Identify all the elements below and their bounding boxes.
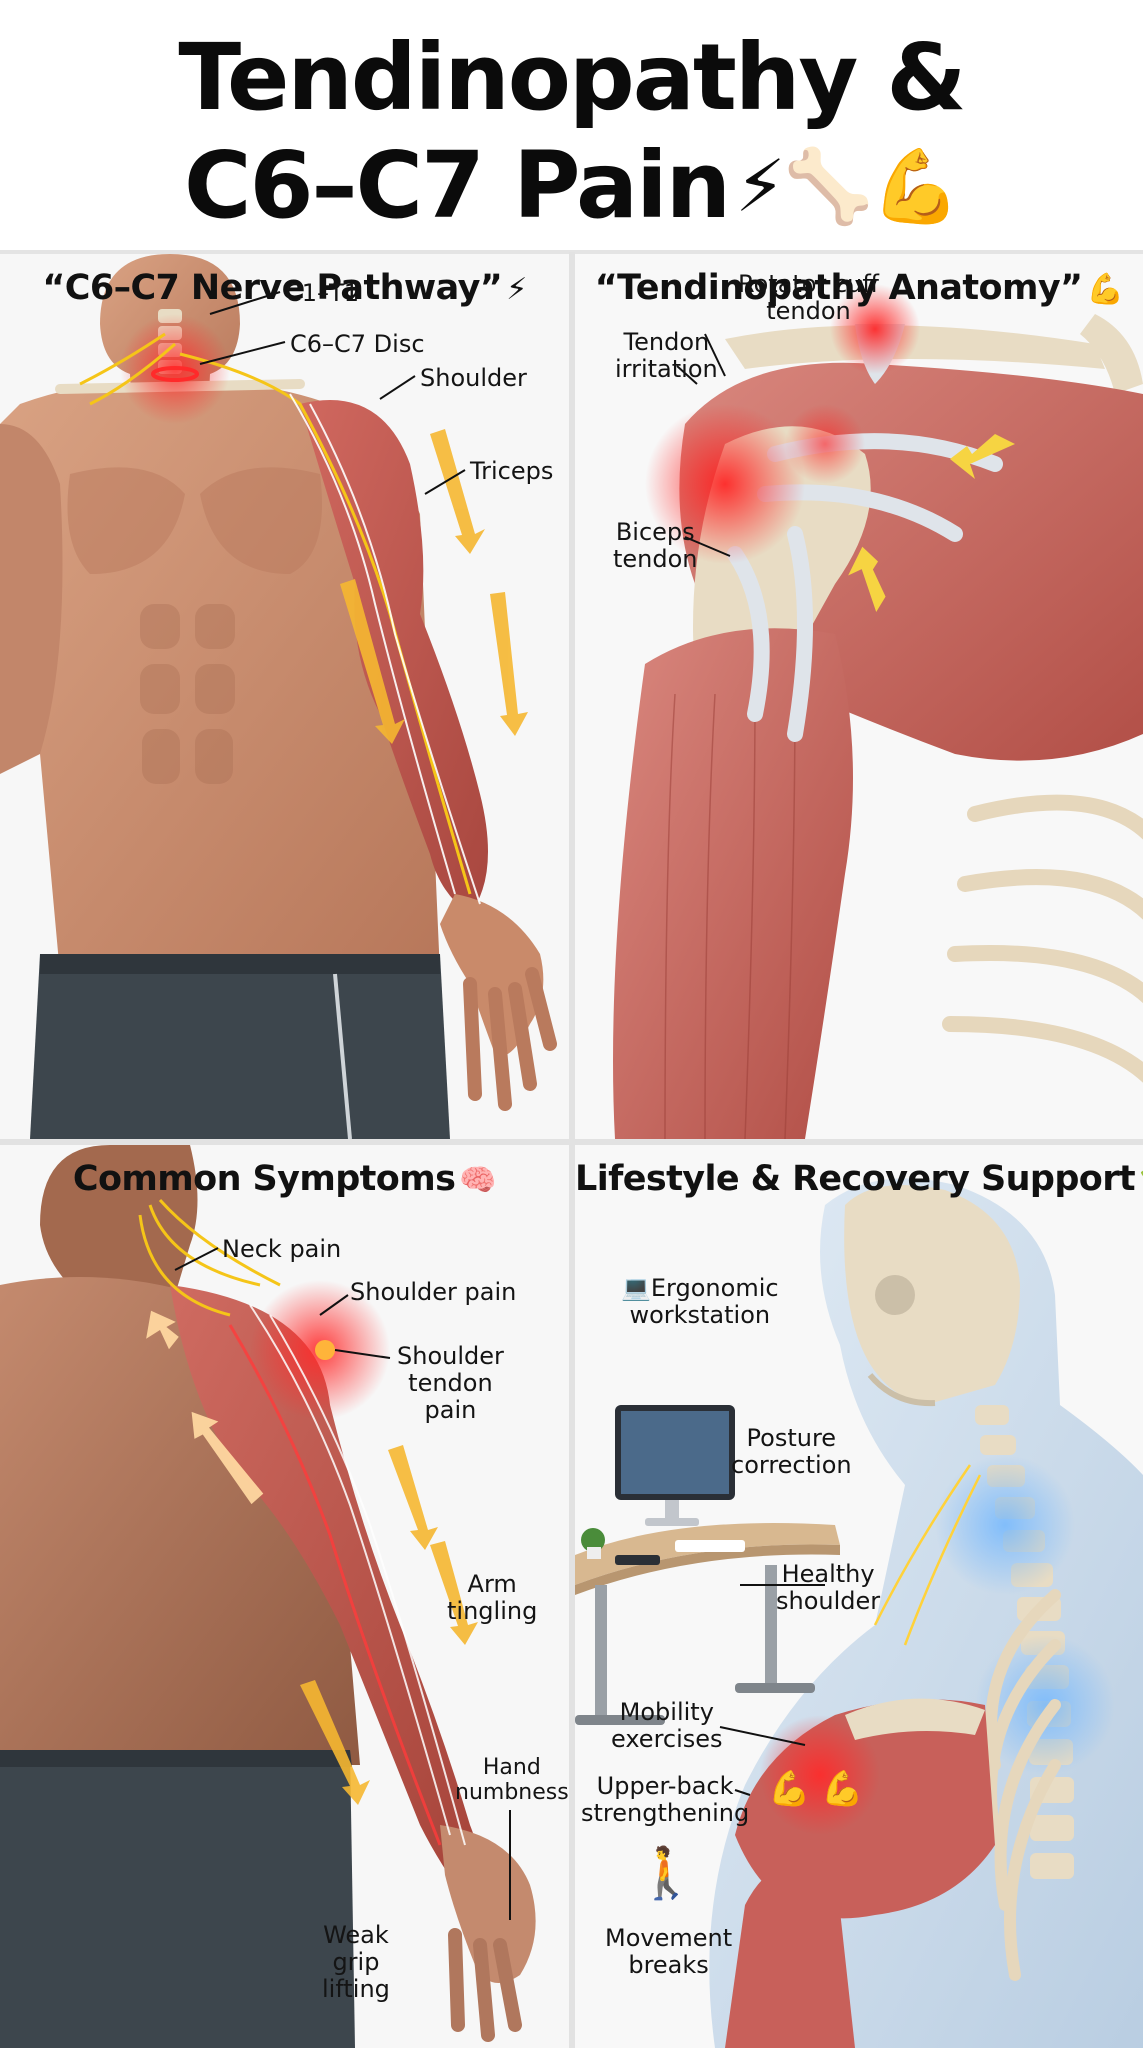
panel-title-lifestyle-text: Lifestyle & Recovery Support xyxy=(575,1159,1136,1199)
panel-title-anatomy: “Tendinopathy Anatomy”💪 xyxy=(575,268,1143,308)
label-shoulder-tendon-pain: Shoulder tendon pain xyxy=(397,1342,504,1424)
label-shoulder-pain: Shoulder pain xyxy=(350,1278,517,1306)
panel-lifestyle-recovery: Lifestyle & Recovery Support🌱 💻Ergonomic… xyxy=(575,1145,1143,2048)
panel-title-symptoms-text: Common Symptoms xyxy=(72,1159,456,1199)
lightning-icon: ⚡ xyxy=(506,272,527,307)
panel-nerve-pathway: “C6–C7 Nerve Pathway”⚡ C1–T1 C6–C7 Disc … xyxy=(0,254,569,1139)
label-weak-grip-lifting: Weak grip lifting xyxy=(322,1921,390,2003)
laptop-icon: 💻 xyxy=(621,1274,651,1302)
lifestyle-leader-lines xyxy=(719,1584,825,1796)
seedling-icon: 🌱 xyxy=(1139,1163,1143,1198)
label-upper-back-strengthening: Upper-back strengthening xyxy=(581,1772,750,1827)
panel-title-nerve: “C6–C7 Nerve Pathway”⚡ xyxy=(0,268,569,308)
label-healthy-shoulder: Healthy shoulder xyxy=(776,1560,881,1615)
label-triceps: Triceps xyxy=(470,457,554,485)
label-ergonomic-workstation: 💻Ergonomic workstation xyxy=(621,1275,779,1329)
label-arm-tingling: Arm tingling xyxy=(447,1570,538,1625)
label-movement-breaks: Movement breaks xyxy=(605,1924,733,1979)
label-c1t1: C1–T1 xyxy=(285,279,359,307)
brain-icon: 🧠 xyxy=(459,1163,497,1198)
label-c6c7-disc: C6–C7 Disc xyxy=(290,330,425,358)
panel-divider-horizontal xyxy=(0,1139,1143,1145)
page-title-line-2: C6–C7 Pain⚡🦴💪 xyxy=(0,140,1143,232)
flexed-biceps-icons: 💪 💪 xyxy=(768,1769,864,1809)
label-shoulder: Shoulder xyxy=(420,364,527,392)
symptoms-leader-lines xyxy=(174,1247,511,1920)
lightning-bone-muscle-icons: ⚡🦴💪 xyxy=(735,144,961,228)
anatomy-leader-lines xyxy=(676,333,731,557)
tendon-anatomy-illustration xyxy=(575,254,1143,1139)
panel-title-lifestyle: Lifestyle & Recovery Support🌱 xyxy=(575,1159,1143,1199)
label-biceps-tendon: Biceps tendon xyxy=(613,518,698,573)
label-hand-numbness: Hand numbness xyxy=(455,1755,569,1805)
symptoms-illustration xyxy=(0,1145,569,2048)
panel-common-symptoms: Common Symptoms🧠 Neck pain Shoulder pain… xyxy=(0,1145,569,2048)
page-title-line-2-text: C6–C7 Pain xyxy=(183,132,731,239)
panel-tendinopathy-anatomy: “Tendinopathy Anatomy”💪 Rotator cuff ten… xyxy=(575,254,1143,1139)
walking-person-icon: 🚶 xyxy=(635,1844,698,1902)
label-mobility-exercises: Mobility exercises xyxy=(611,1698,723,1753)
nerve-leader-lines xyxy=(199,291,466,495)
recovery-illustration xyxy=(575,1145,1143,2048)
label-rotator-cuff-tendon: Rotator cuff tendon xyxy=(738,270,879,325)
flexed-arm-icon: 💪 xyxy=(1086,272,1124,307)
title-block: Tendinopathy & C6–C7 Pain⚡🦴💪 xyxy=(0,0,1143,252)
page-title-line-1: Tendinopathy & xyxy=(178,24,966,131)
nerve-pathway-illustration xyxy=(0,254,569,1139)
label-neck-pain: Neck pain xyxy=(222,1235,342,1263)
panel-title-anatomy-text: “Tendinopathy Anatomy” xyxy=(594,268,1083,308)
label-tendon-irritation: Tendon irritation xyxy=(615,328,718,383)
panel-divider-vertical xyxy=(569,252,575,2048)
label-ergonomic-text: Ergonomic workstation xyxy=(629,1274,779,1329)
label-posture-correction: Posture correction xyxy=(731,1424,852,1479)
panel-title-nerve-text: “C6–C7 Nerve Pathway” xyxy=(42,268,503,308)
panel-title-symptoms: Common Symptoms🧠 xyxy=(0,1159,569,1199)
